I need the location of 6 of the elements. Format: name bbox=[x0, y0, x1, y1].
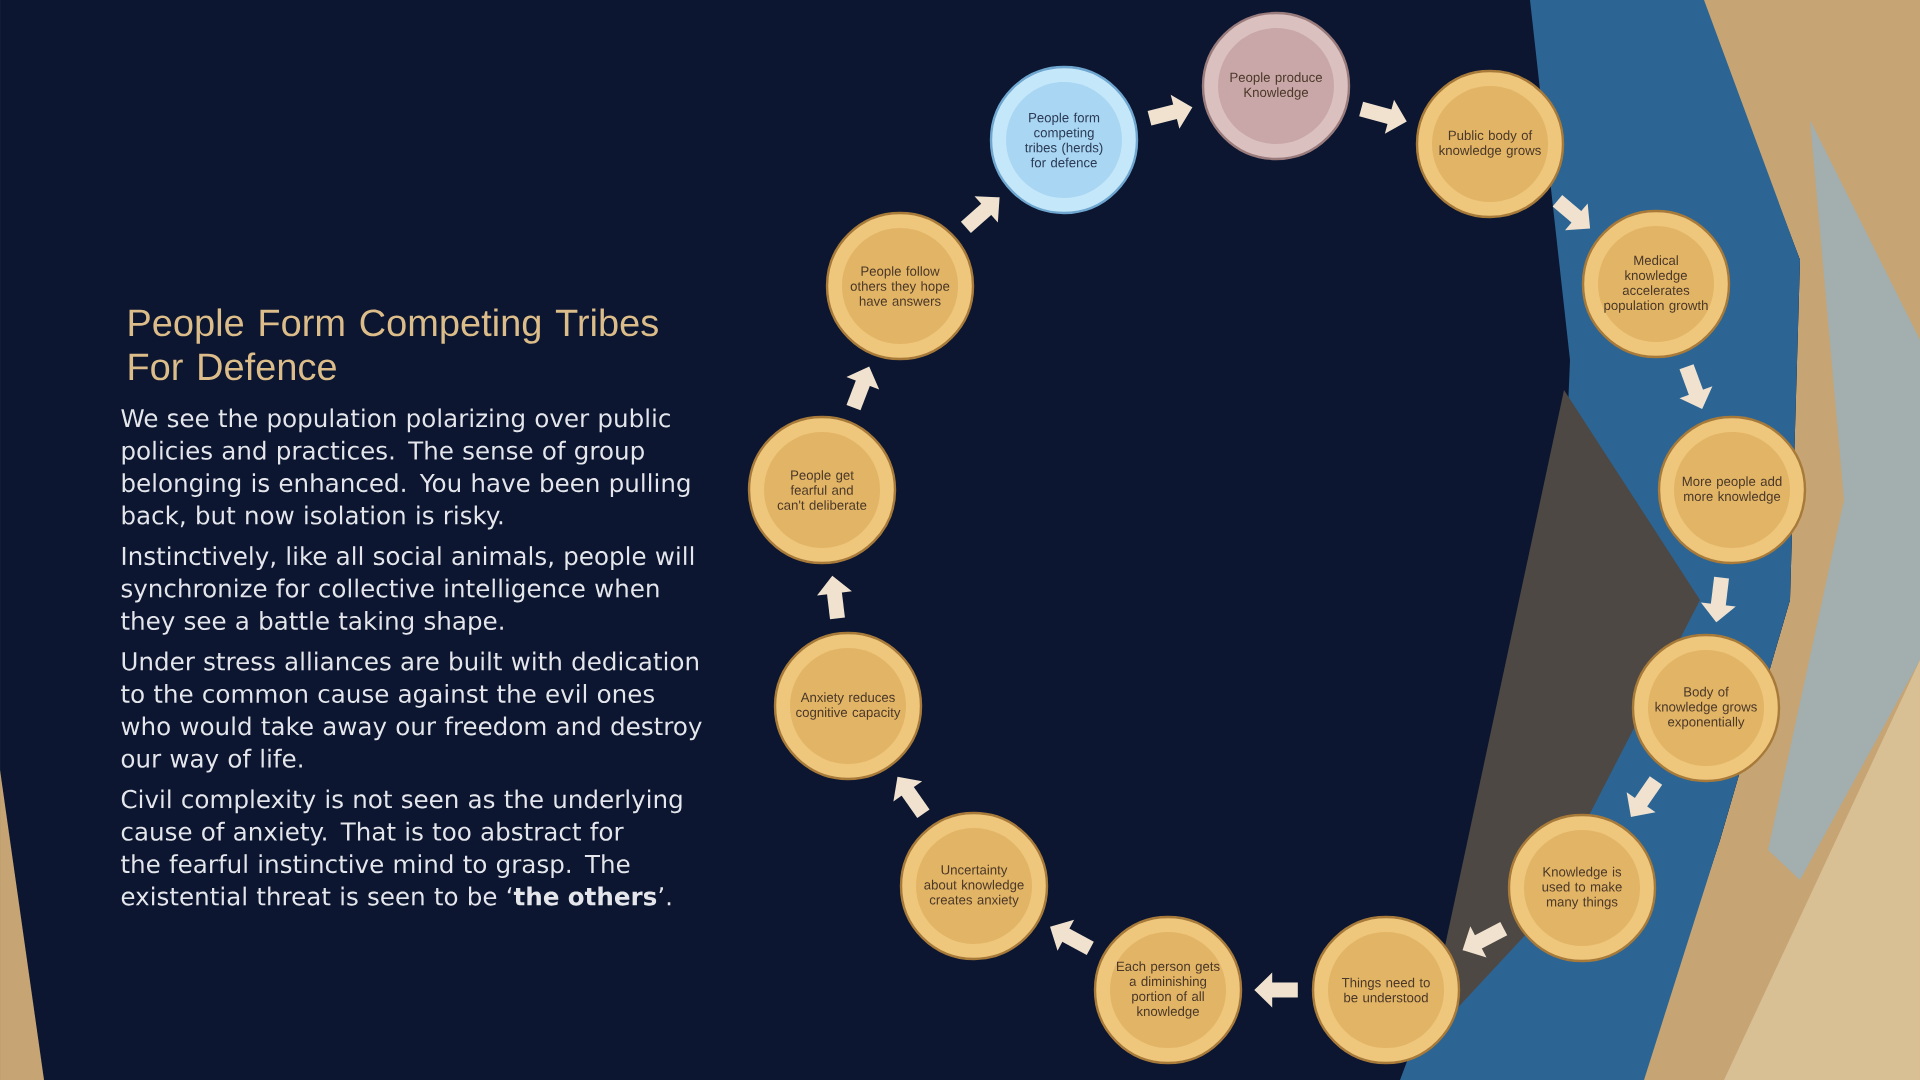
body-paragraph: Instinctively, like all social animals, people will synchronize for collective intelligence when they see a battle taking shape. bbox=[121, 546, 694, 635]
body-paragraph: Under stress alliances are built with dedication to the common cause against the evil ones who would take away our freedom and destroy our way of life. bbox=[121, 651, 702, 773]
slide-title: People Form Competing Tribes For Defence bbox=[129, 308, 658, 381]
body-paragraph: Civil complexity is not seen as the underlying cause of anxiety. That is too abstract for the fearful instinctive mind to grasp. The existential threat is seen to be ‘the others’. bbox=[121, 789, 682, 906]
body-paragraph: We see the population polarizing over public policies and practices. The sense of group belonging is enhanced. You have been pulling back, but now isolation is risky. bbox=[121, 408, 690, 530]
arrow bbox=[960, 196, 1000, 233]
